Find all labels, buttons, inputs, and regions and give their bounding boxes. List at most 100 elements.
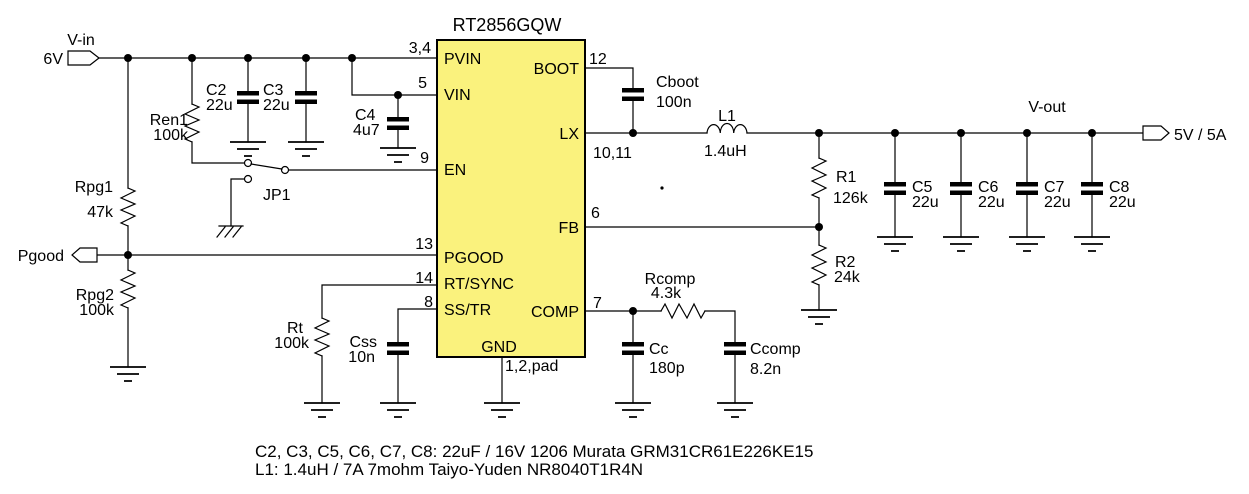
junction-dot [815,129,823,137]
ccomp-value: 8.2n [750,361,781,378]
stray-dot [660,186,664,190]
resistor-symbol [660,302,706,320]
resistor-symbol [119,187,137,227]
jumper-terminal [280,165,290,175]
capacitor-plate [622,342,644,347]
pin-number-boot: 12 [589,51,607,68]
junction-dot [188,54,196,62]
cc-ref: Cc [649,341,669,358]
capacitor-plate [295,91,317,96]
capacitor-plate [1016,182,1038,187]
r2-ref: R2 [835,254,856,271]
capacitor-plate [950,190,972,195]
pin-number-sstr: 8 [424,294,433,311]
pin-label-comp: COMP [531,304,579,321]
pin-label-boot: BOOT [534,61,580,78]
junction-dot [124,54,132,62]
resistor-rpg1: Rpg1 47k [75,179,137,227]
rpg1-ref: Rpg1 [75,179,113,196]
jumper-blade [250,163,283,170]
resistor-r2: R2 24k [810,244,861,286]
c4-ref: C4 [355,107,376,124]
resistor-rcomp: Rcomp 4.3k [645,271,706,320]
rcomp-value: 4.3k [651,285,682,302]
r1-value: 126k [833,190,869,207]
port-vin: V-in 6V [43,32,100,68]
junction-dot [957,129,965,137]
junction-dot [629,129,637,137]
pin-number-pvin: 3,4 [409,40,431,57]
capacitor-plate [295,99,317,104]
capacitor-c3: C3 22u [263,82,317,114]
capacitor-plate [387,117,409,122]
ground-symbol [877,236,913,252]
resistor-symbol [313,317,331,357]
capacitor-c4: C4 4u7 [353,107,409,139]
capacitor-plate [387,125,409,130]
junction-dot [244,54,252,62]
pgood-port-label: Pgood [18,248,64,265]
jp1-ref: JP1 [263,187,291,204]
vout-connector-symbol [1142,125,1170,141]
c7-value: 22u [1044,194,1071,211]
capacitor-plate [1081,190,1103,195]
cboot-value: 100n [656,94,692,111]
junction-dot [1023,129,1031,137]
pin-label-pgood: PGOOD [444,250,504,267]
resistor-rpg2: Rpg2 100k [76,269,137,319]
resistor-symbol [810,244,828,286]
ic-title: RT2856GQW [453,15,562,35]
r2-value: 24k [834,269,861,286]
c2-value: 22u [206,97,233,114]
ground-symbol [801,309,837,325]
jumper-terminal [243,174,253,184]
pin-number-fb: 6 [591,205,600,222]
pin-number-lx: 10,11 [593,145,632,162]
capacitor-ccomp: Ccomp 8.2n [724,341,801,378]
resistor-symbol [183,103,201,143]
resistor-symbol [119,269,137,309]
pin-number-en: 9 [420,150,429,167]
wires [96,57,1144,404]
c4-value: 4u7 [353,122,380,139]
ground-symbol [304,402,340,418]
vin-port-value: 6V [43,51,63,68]
junction-dot [815,223,823,231]
resistor-rt: Rt 100k [274,317,331,357]
jumper-terminal [243,158,253,168]
junction-dot [124,251,132,259]
resistor-r1: R1 126k [810,157,869,207]
junction-dot [394,91,402,99]
pin-number-gnd: 1,2,pad [505,358,558,375]
resistor-symbol [810,157,828,199]
pin-label-lx: LX [559,126,579,143]
l1-ref: L1 [718,108,736,125]
capacitor-c8: C8 22u [1081,179,1136,211]
capacitor-cc: Cc 180p [622,341,685,377]
pgood-connector-symbol [71,247,98,263]
rcomp-ref: Rcomp [645,271,696,288]
capacitor-plate [950,182,972,187]
c3-value: 22u [263,97,290,114]
vout-port-value: 5V / 5A [1174,127,1227,144]
vin-connector-symbol [67,50,100,66]
c7-ref: C7 [1044,179,1065,196]
ground-symbol [484,402,520,418]
pin-number-rtsync: 14 [415,270,433,287]
inductor-symbol [706,122,748,134]
c6-ref: C6 [978,179,999,196]
c2-ref: C2 [206,82,227,99]
earth-hatch-ground-symbol [216,225,244,238]
junction-dot [1088,129,1096,137]
notes: C2, C3, C5, C6, C7, C8: 22uF / 16V 1206 … [255,442,813,479]
ccomp-ref: Ccomp [750,341,801,358]
pin-label-rtsync: RT/SYNC [444,276,514,293]
ic-body [436,39,586,358]
capacitor-c5: C5 22u [884,179,939,211]
capacitor-plate [1081,182,1103,187]
junction-dots [124,54,1096,315]
capacitor-plate [724,342,746,347]
pin-number-vin: 5 [418,75,427,92]
c8-ref: C8 [1109,179,1130,196]
capacitor-plate [884,182,906,187]
